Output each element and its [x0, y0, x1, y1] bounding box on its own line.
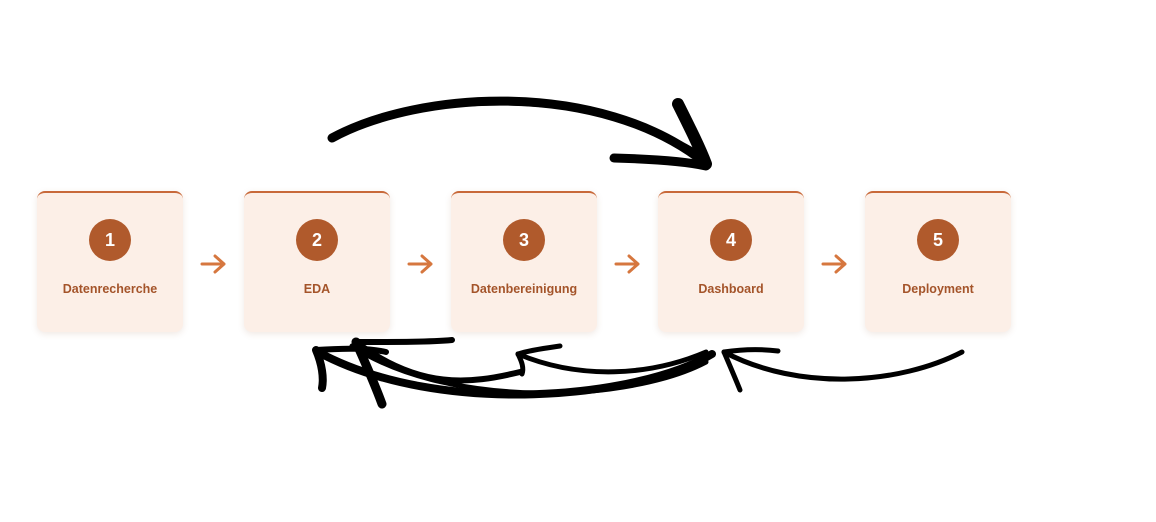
- arrow-eda-to-dashboard: [327, 96, 712, 171]
- flow-arrow-icon: [407, 254, 433, 274]
- step-number-badge: 4: [710, 219, 752, 261]
- step-label: Dashboard: [698, 282, 764, 296]
- flow-arrow-icon: [614, 254, 640, 274]
- step-card-dashboard: 4 Dashboard: [658, 191, 804, 332]
- step-card-datenbereinigung: 3 Datenbereinigung: [451, 191, 597, 332]
- arrow-deployment-to-dashboard: [721, 347, 965, 393]
- step-label: Deployment: [902, 282, 974, 296]
- flow-arrow-icon: [200, 254, 226, 274]
- step-number-badge: 5: [917, 219, 959, 261]
- step-number-badge: 3: [503, 219, 545, 261]
- arrow-datenbereinigung-to-eda: [351, 337, 523, 409]
- step-label: EDA: [303, 282, 331, 296]
- arrow-dashboard-to-datenbereinigung: [515, 343, 709, 377]
- step-number-badge: 2: [296, 219, 338, 261]
- step-card-eda: 2 EDA: [244, 191, 390, 332]
- step-card-deployment: 5 Deployment: [865, 191, 1011, 332]
- step-label: Datenrecherche: [62, 282, 158, 296]
- step-number-badge: 1: [89, 219, 131, 261]
- step-label: Datenbereinigung: [470, 282, 578, 296]
- step-card-datenrecherche: 1 Datenrecherche: [37, 191, 183, 332]
- flow-arrow-icon: [821, 254, 847, 274]
